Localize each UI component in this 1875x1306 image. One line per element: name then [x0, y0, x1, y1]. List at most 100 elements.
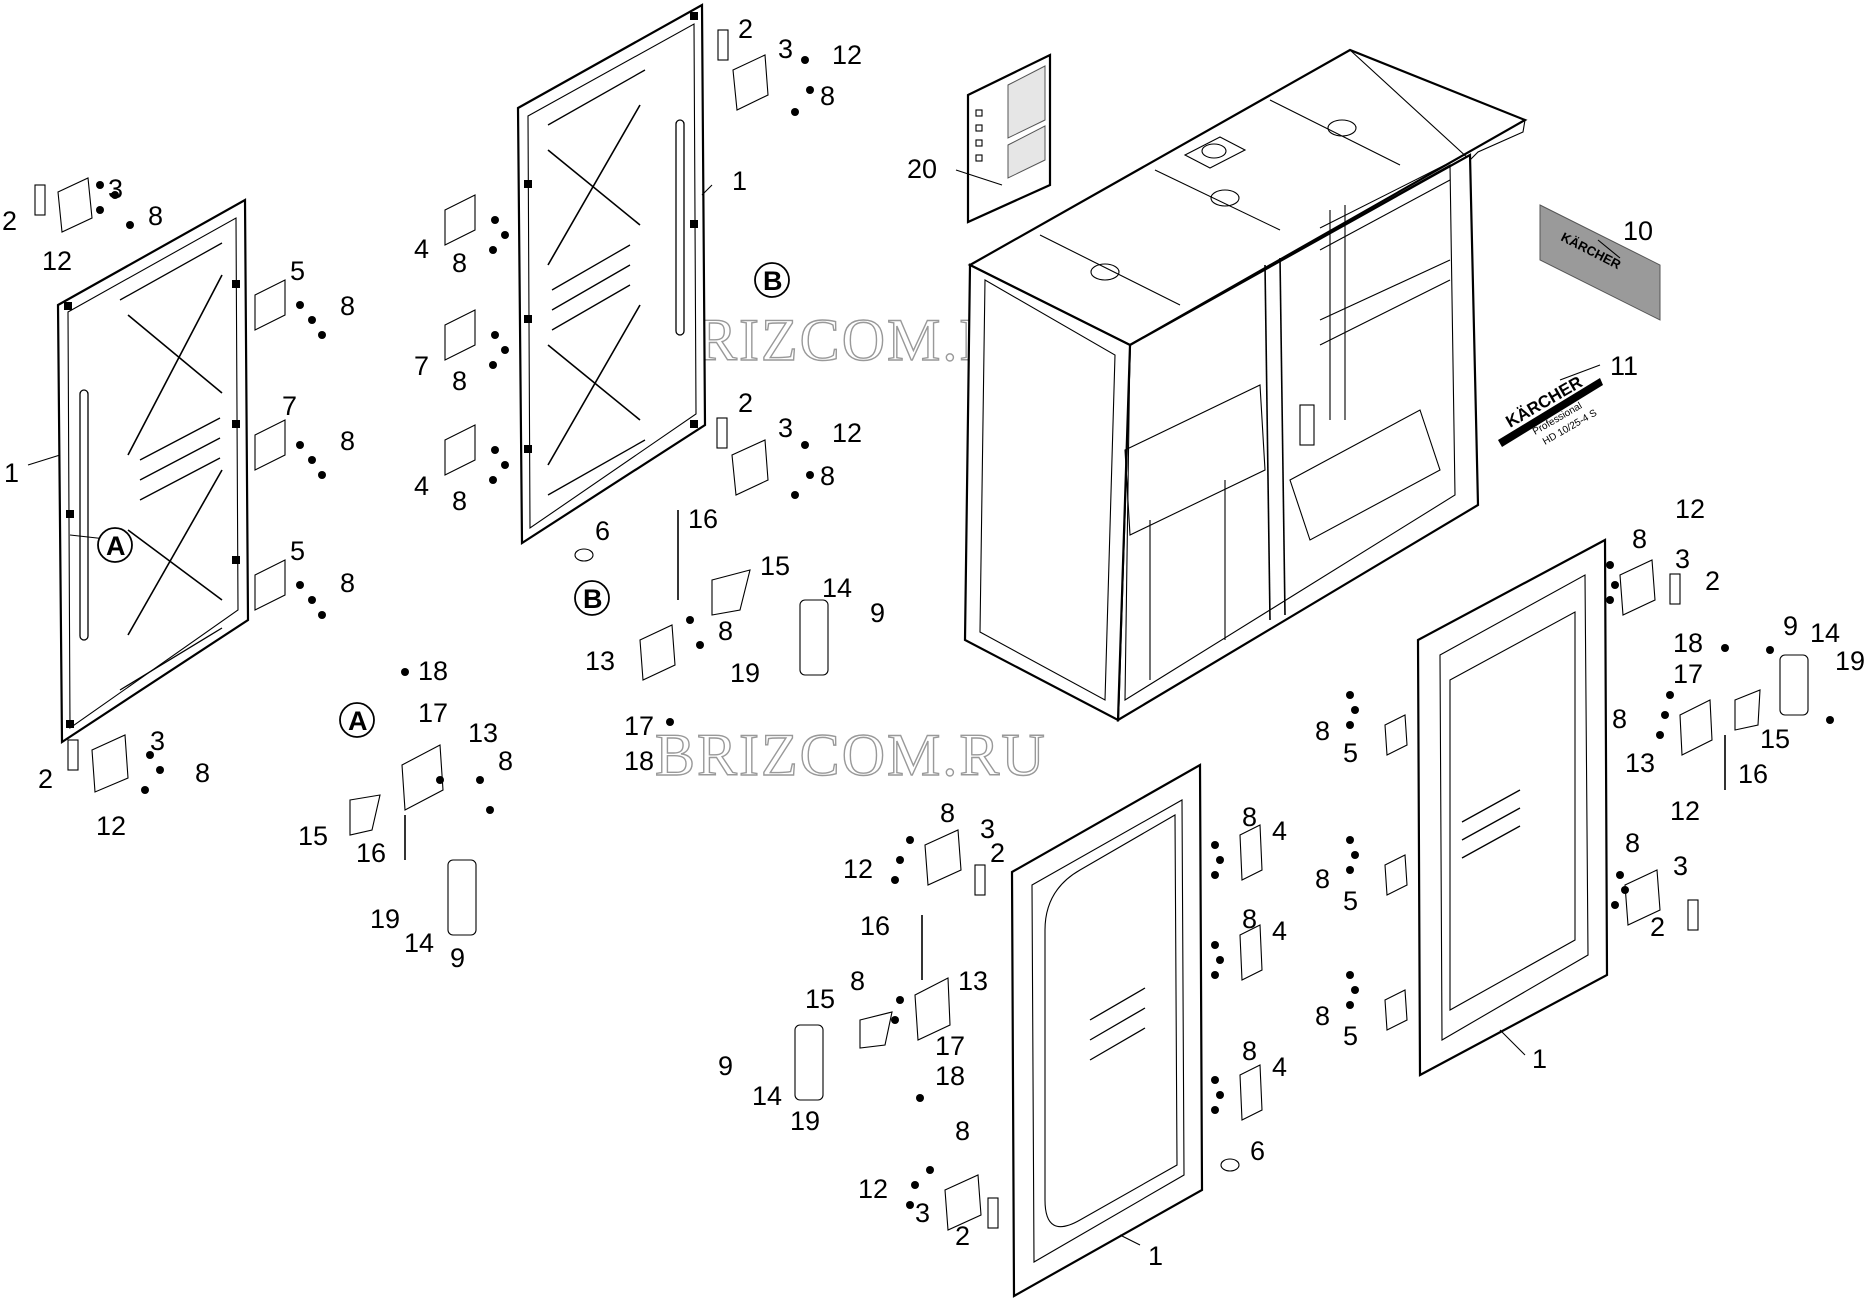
- callout: 1: [732, 166, 747, 196]
- callout: 15: [760, 551, 790, 581]
- callout: 19: [790, 1106, 820, 1136]
- callout: 3: [108, 174, 123, 204]
- callout: 15: [1760, 724, 1790, 754]
- marker-a-left: A: [106, 531, 126, 561]
- instruction-label-sheet: [966, 53, 1052, 224]
- callout: 2: [738, 388, 753, 418]
- callout: 8: [1612, 704, 1627, 734]
- hinge-brackets: [34, 29, 1809, 1231]
- callout: 4: [1272, 816, 1287, 846]
- callout: 19: [730, 658, 760, 688]
- callout: 7: [282, 391, 297, 421]
- callout: 3: [1673, 851, 1688, 881]
- callout: 12: [96, 811, 126, 841]
- watermark-bottom: BRIZCOM.RU: [655, 722, 1047, 788]
- callout: 14: [822, 573, 852, 603]
- brand-sticker: KÄRCHER Professional HD 10/25-4 S: [1498, 373, 1603, 448]
- callout: 5: [1343, 886, 1358, 916]
- callout: 9: [718, 1051, 733, 1081]
- callout: 8: [195, 758, 210, 788]
- callout: 3: [778, 413, 793, 443]
- reference-markers: A B A B: [97, 262, 790, 738]
- callout: 8: [1625, 828, 1640, 858]
- callout: 8: [1315, 864, 1330, 894]
- callout: 4: [414, 471, 429, 501]
- callout: 2: [738, 14, 753, 44]
- callout: 5: [290, 256, 305, 286]
- callout: 8: [498, 746, 513, 776]
- callout: 8: [340, 568, 355, 598]
- callout: 3: [980, 814, 995, 844]
- callout: 10: [1623, 216, 1653, 246]
- callout: 3: [778, 34, 793, 64]
- marker-a-bottom: A: [348, 706, 368, 736]
- callout-numbers: 1 1 1 1 2 2 2 2 2 2 2 2 3 3 3 3 3 3 3 3 …: [2, 14, 1865, 1271]
- left-side-panel: [56, 198, 250, 745]
- machine-housing: [963, 48, 1528, 722]
- callout: 19: [370, 904, 400, 934]
- callout: 9: [1783, 611, 1798, 641]
- callout: 2: [1650, 912, 1665, 942]
- back-panel: [516, 3, 707, 546]
- callout: 8: [340, 426, 355, 456]
- callout: 3: [150, 726, 165, 756]
- callout: 13: [958, 966, 988, 996]
- callout: 13: [1625, 748, 1655, 778]
- marker-b-middle: B: [583, 584, 603, 614]
- callout: 3: [915, 1198, 930, 1228]
- callout: 8: [850, 966, 865, 996]
- callout: 15: [298, 821, 328, 851]
- callout: 8: [452, 486, 467, 516]
- callout: 16: [860, 911, 890, 941]
- callout: 17: [1673, 659, 1703, 689]
- callout: 2: [2, 206, 17, 236]
- callout: 17: [418, 698, 448, 728]
- callout: 15: [805, 984, 835, 1014]
- callout: 16: [688, 504, 718, 534]
- callout: 17: [624, 711, 654, 741]
- callout: 9: [870, 598, 885, 628]
- callout: 1: [4, 458, 19, 488]
- callout: 19: [1835, 646, 1865, 676]
- callout: 8: [1632, 524, 1647, 554]
- callout: 2: [990, 838, 1005, 868]
- callout: 18: [418, 656, 448, 686]
- callout: 2: [1705, 566, 1720, 596]
- callout: 8: [820, 81, 835, 111]
- callout: 18: [935, 1061, 965, 1091]
- marker-b-top: B: [763, 266, 783, 296]
- callout: 12: [858, 1174, 888, 1204]
- callout: 8: [718, 616, 733, 646]
- callout: 8: [940, 798, 955, 828]
- callout: 7: [414, 351, 429, 381]
- callout: 8: [148, 201, 163, 231]
- callout: 13: [468, 718, 498, 748]
- callout: 8: [820, 461, 835, 491]
- callout: 4: [1272, 1052, 1287, 1082]
- callout: 17: [935, 1031, 965, 1061]
- callout: 2: [38, 764, 53, 794]
- callout: 8: [452, 248, 467, 278]
- callout: 18: [1673, 628, 1703, 658]
- callout: 14: [1810, 618, 1840, 648]
- callout: 4: [414, 234, 429, 264]
- callout: 1: [1532, 1044, 1547, 1074]
- leader-lines: [27, 169, 1621, 1246]
- callout: 1: [1148, 1241, 1163, 1271]
- callout: 8: [452, 366, 467, 396]
- callout: 6: [1250, 1136, 1265, 1166]
- callout: 18: [624, 746, 654, 776]
- callout: 5: [290, 536, 305, 566]
- callout: 14: [752, 1081, 782, 1111]
- front-door: [1010, 763, 1204, 1298]
- callout: 16: [1738, 759, 1768, 789]
- callout: 8: [1242, 904, 1257, 934]
- callout: 9: [450, 943, 465, 973]
- callout: 5: [1343, 1021, 1358, 1051]
- callout: 12: [832, 418, 862, 448]
- callout: 3: [1675, 544, 1690, 574]
- callout: 8: [955, 1116, 970, 1146]
- right-door: [1416, 538, 1609, 1077]
- callout: 12: [1675, 494, 1705, 524]
